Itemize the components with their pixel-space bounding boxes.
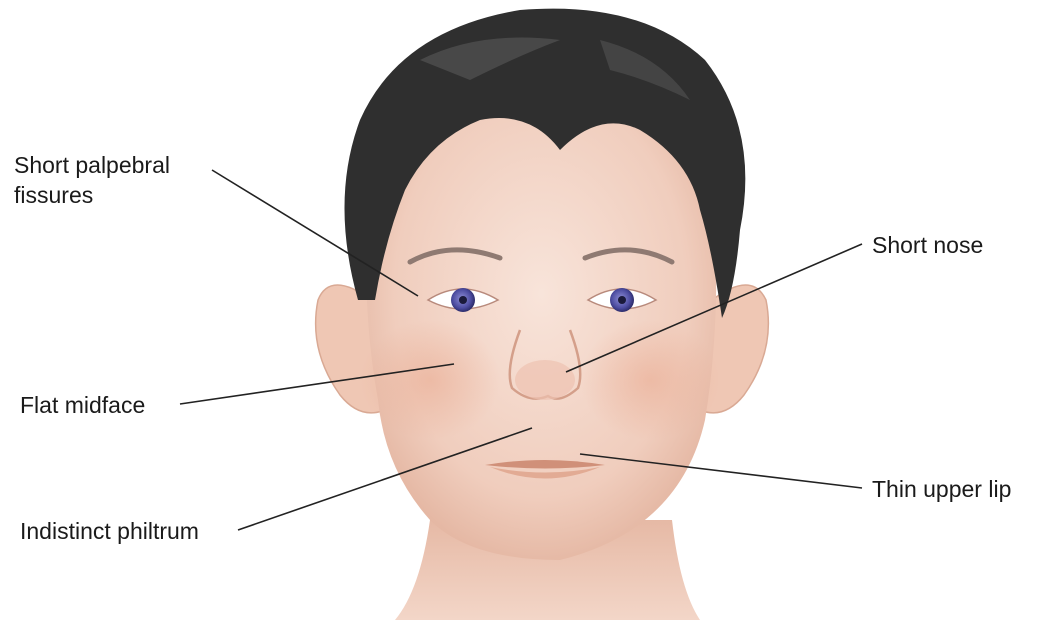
left-pupil [459, 296, 467, 304]
right-cheek [580, 320, 720, 440]
label-short-palpebral-fissures: Short palpebral fissures [14, 150, 170, 210]
label-thin-upper-lip: Thin upper lip [872, 474, 1011, 504]
left-cheek [360, 320, 500, 440]
right-pupil [618, 296, 626, 304]
label-short-nose: Short nose [872, 230, 983, 260]
nose-tip [515, 360, 575, 400]
label-flat-midface: Flat midface [20, 390, 145, 420]
label-indistinct-philtrum: Indistinct philtrum [20, 516, 199, 546]
